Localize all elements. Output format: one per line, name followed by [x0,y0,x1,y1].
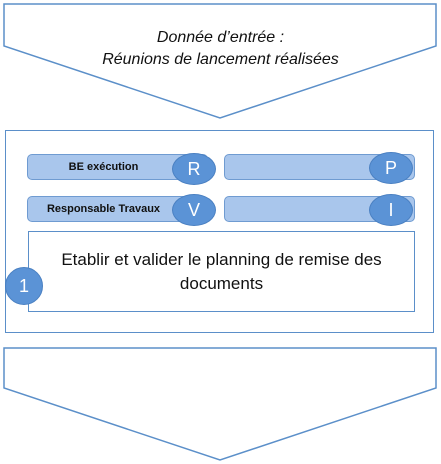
raci-badge-v: V [172,194,216,226]
role-label-responsible: BE exécution [68,161,139,173]
input-data-label: Donnée d’entrée : Réunions de lancement … [0,27,441,71]
raci-badge-i: I [369,194,413,226]
task-description: Etablir et valider le planning de remise… [61,249,382,293]
role-label-validator: Responsable Travaux [46,203,161,215]
output-chevron [3,347,437,461]
input-data-title: Donnée d’entrée : [156,29,285,46]
task-description-box: Etablir et valider le planning de remise… [28,231,415,312]
step-number-badge: 1 [5,267,43,305]
input-data-value: Réunions de lancement réalisées [102,51,339,68]
raci-badge-p: P [369,152,413,184]
input-chevron [3,3,437,119]
raci-badge-r: R [172,153,216,185]
